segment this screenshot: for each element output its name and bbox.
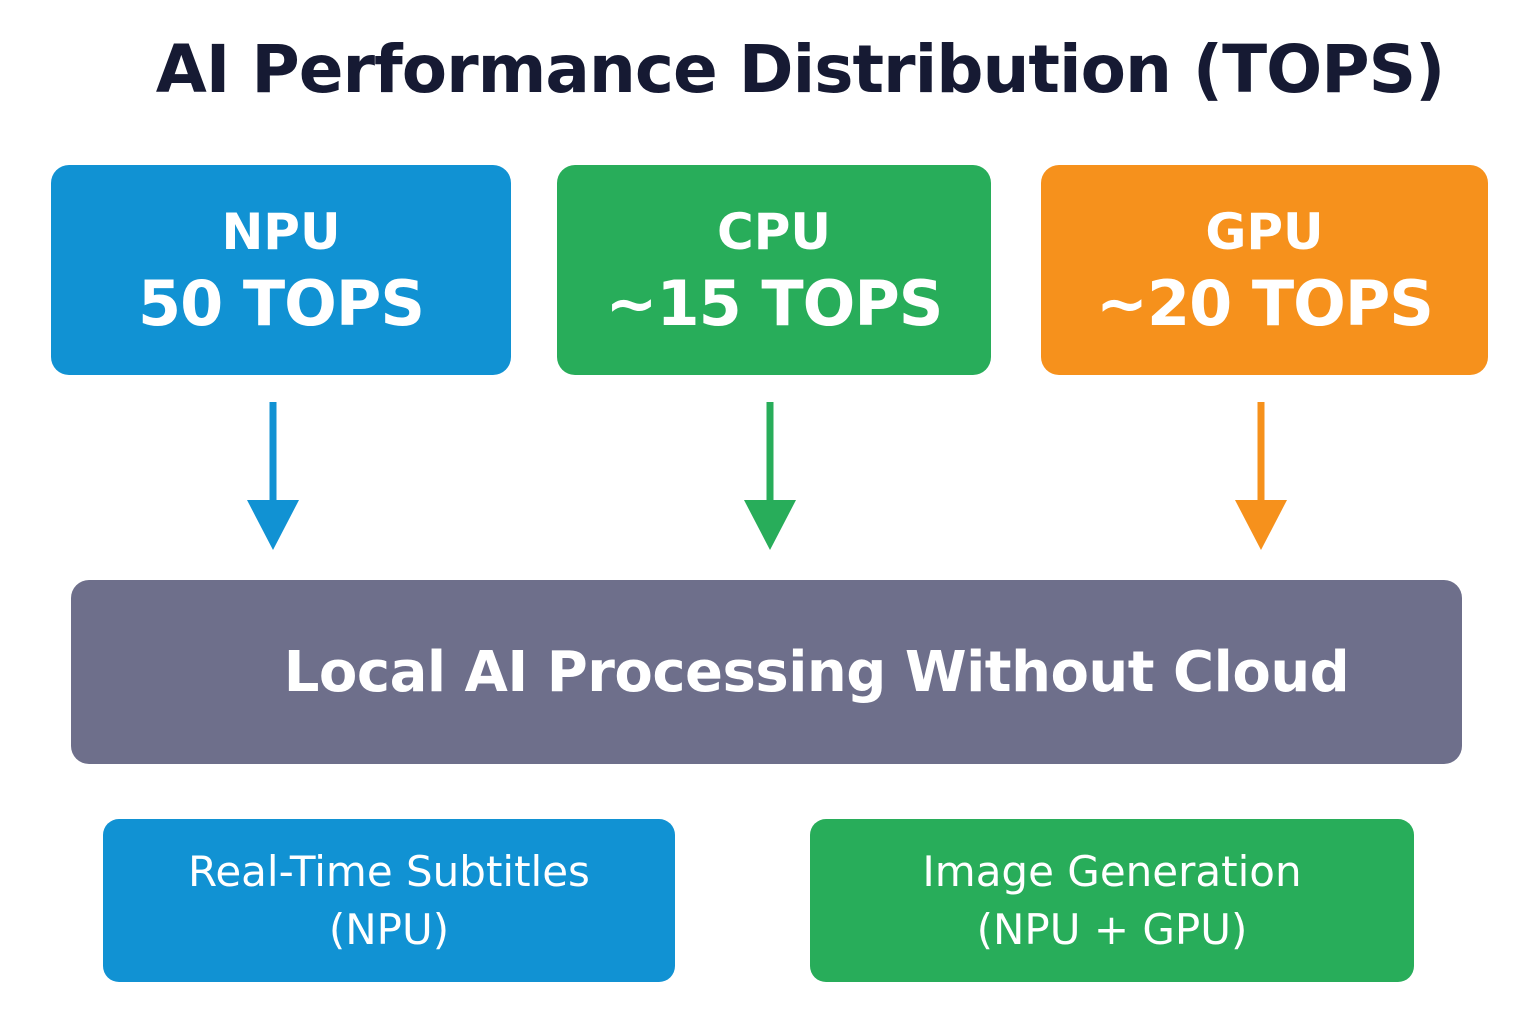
cpu-box: CPU ~15 TOPS [557, 165, 991, 375]
npu-box: NPU 50 TOPS [51, 165, 511, 375]
local-ai-processing-label: Local AI Processing Without Cloud [283, 639, 1350, 705]
npu-tops-value: 50 TOPS [138, 267, 425, 340]
gpu-label: GPU [1205, 203, 1324, 261]
cpu-label: CPU [717, 203, 831, 261]
gpu-box: GPU ~20 TOPS [1041, 165, 1488, 375]
gpu-arrow-icon [1235, 402, 1287, 550]
image-generation-label: Image Generation [922, 846, 1302, 896]
realtime-subtitles-label: Real-Time Subtitles [188, 846, 590, 896]
local-ai-processing-box: Local AI Processing Without Cloud [71, 580, 1462, 764]
diagram-title: AI Performance Distribution (TOPS) [155, 31, 1446, 108]
image-generation-engine: (NPU + GPU) [976, 904, 1248, 954]
cpu-arrow-icon [744, 402, 796, 550]
realtime-subtitles-box: Real-Time Subtitles (NPU) [103, 819, 675, 982]
npu-label: NPU [221, 203, 341, 261]
realtime-subtitles-engine: (NPU) [328, 904, 450, 954]
gpu-tops-value: ~20 TOPS [1096, 267, 1434, 340]
npu-arrow-icon [247, 402, 299, 550]
cpu-tops-value: ~15 TOPS [605, 267, 944, 340]
image-generation-box: Image Generation (NPU + GPU) [810, 819, 1414, 982]
